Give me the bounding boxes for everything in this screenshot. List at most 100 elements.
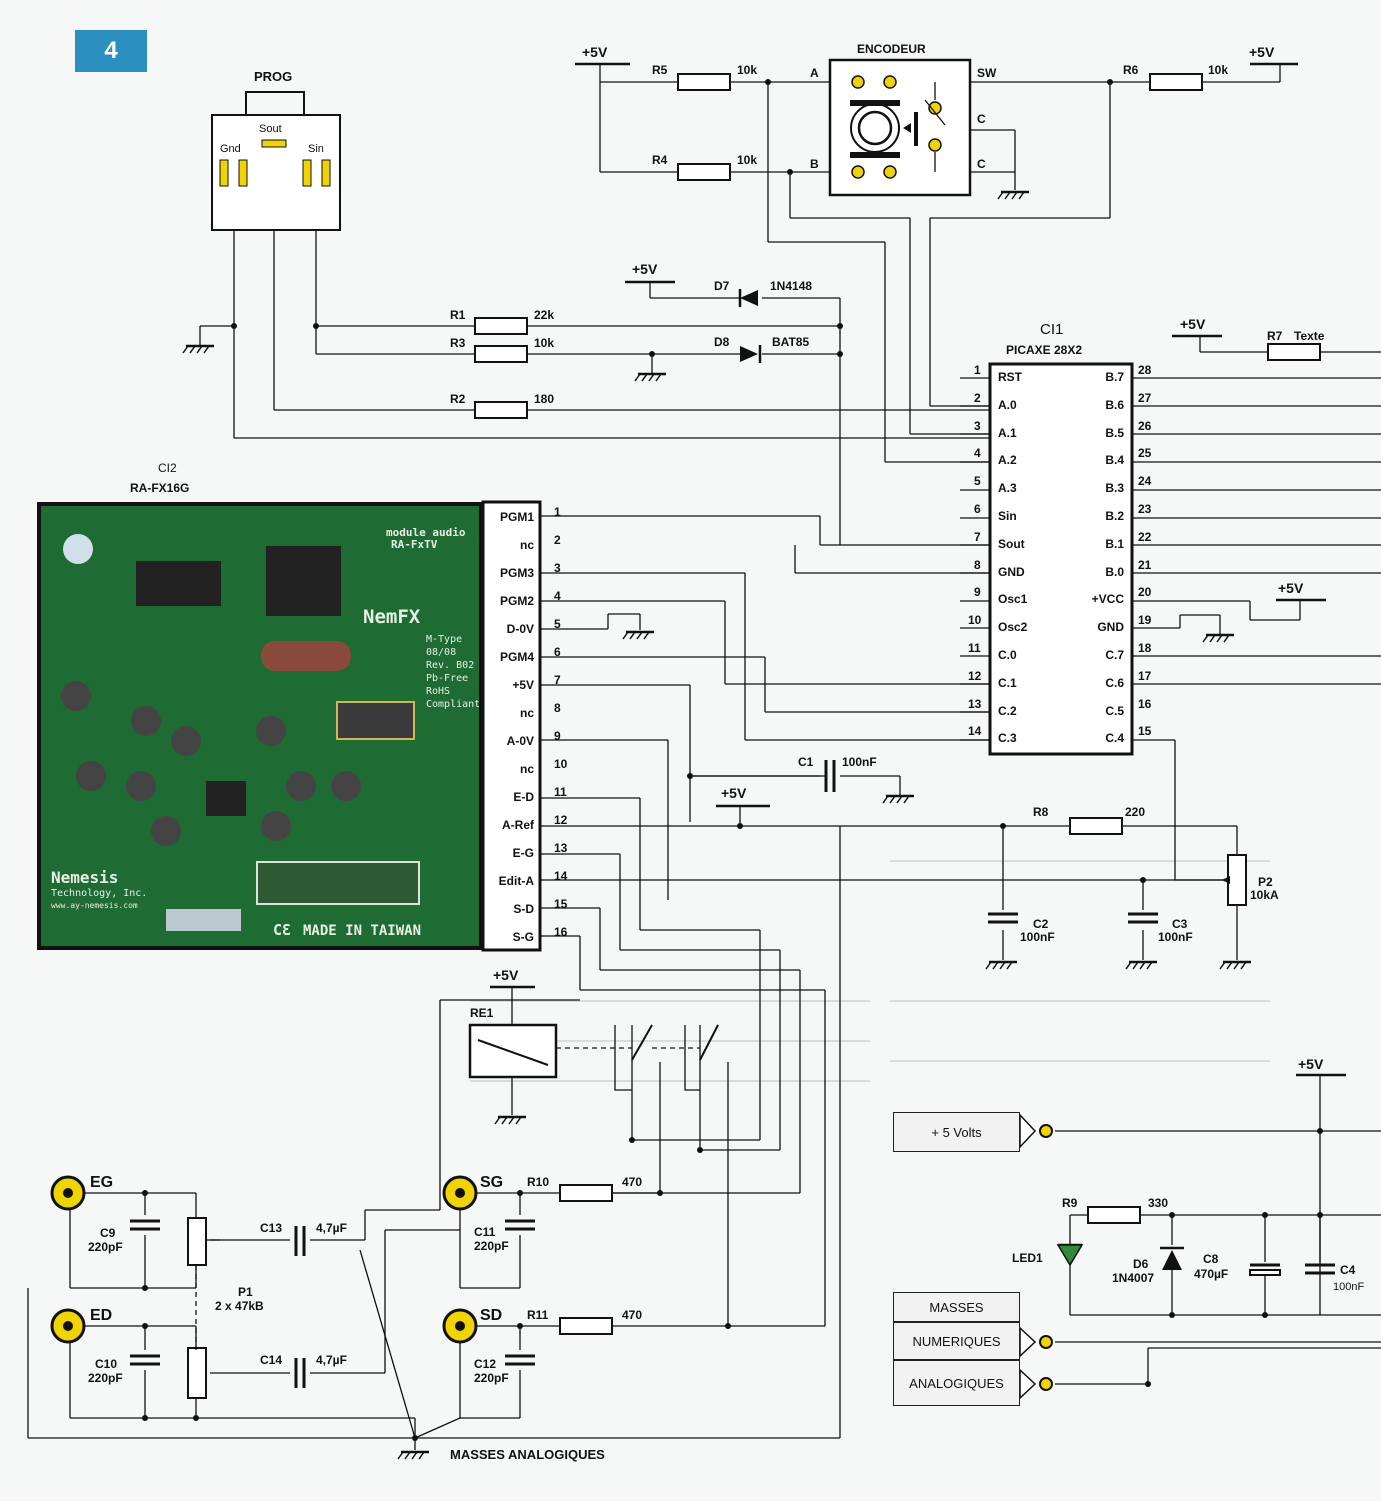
capacitor-can (261, 811, 291, 841)
capacitor-value: 220pF (88, 1240, 123, 1254)
ci1-pin-name: C.1 (998, 676, 1017, 690)
ci2-pin-number: 15 (554, 897, 568, 911)
ci1-pin-name: Sout (998, 537, 1025, 551)
capacitor-value: 4,7µF (316, 1221, 347, 1235)
ci1-pin-number: 22 (1138, 530, 1152, 544)
capacitor-value: 100nF (1333, 1281, 1365, 1293)
ci1-pin-number: 2 (974, 391, 981, 405)
capacitor-can (126, 771, 156, 801)
ci2-pin-number: 8 (554, 701, 561, 715)
ci2-pin-name: PGM4 (499, 650, 534, 664)
pcb-maker: Nemesis (51, 868, 119, 887)
ci2-pin-number: 3 (554, 561, 561, 575)
pcb-info-line: Compliant (426, 699, 481, 710)
capacitor-ref: C8 (1203, 1252, 1219, 1266)
ci2-pin-number: 7 (554, 673, 561, 687)
pcb-info-line: M-Type (426, 634, 463, 645)
ci1-pin-name: C.4 (1105, 731, 1124, 745)
resistor-ref: R8 (1033, 805, 1049, 819)
capacitor-ref: C3 (1172, 917, 1188, 931)
ci1-pin-name: C.7 (1105, 648, 1124, 662)
ci2-pin-number: 1 (554, 505, 561, 519)
resistor-value: 470 (622, 1175, 643, 1189)
ci2-part: RA-FX16G (130, 481, 190, 495)
pcb-info-line: Pb-Free (426, 673, 469, 684)
ci1-pin-number: 17 (1138, 669, 1152, 683)
resistor-ref: R5 (652, 63, 668, 77)
ci1-pin-number: 12 (968, 669, 982, 683)
ci2-pin-number: 16 (554, 925, 568, 939)
ci1-pin-name: RST (998, 370, 1022, 384)
mounting-hole (63, 534, 93, 564)
ci1-pin-number: 7 (974, 530, 981, 544)
ci1-pin-name: C.5 (1105, 704, 1124, 718)
ci1-pin-name: GND (1097, 620, 1124, 634)
pcb-maker-sub: Technology, Inc. (51, 888, 148, 899)
resistor-ref: R4 (652, 153, 668, 167)
resistor-ref: R1 (450, 308, 466, 322)
pcb-info-line: 08/08 (426, 647, 457, 658)
ci2-pin-number: 2 (554, 533, 561, 547)
ci2-pin-name: nc (519, 762, 534, 776)
ci1-pin-name: Osc2 (998, 620, 1028, 634)
ci1-pin-number: 24 (1138, 474, 1152, 488)
capacitor-value: 220pF (474, 1371, 509, 1385)
supply-label: +5V (493, 967, 519, 983)
ci2-pin-name: PGM3 (499, 566, 534, 580)
ci1-pin-number: 25 (1138, 446, 1152, 460)
ci2-ref: CI2 (158, 461, 177, 475)
capacitor-ref: C1 (798, 755, 814, 769)
pcb-maker-url: www.ay-nemesis.com (51, 901, 138, 910)
led-ref: LED1 (1012, 1251, 1043, 1265)
ci1-pin-name: GND (998, 565, 1025, 579)
encoder-pin-sw: SW (977, 66, 997, 80)
ci1-pin-number: 11 (968, 641, 981, 655)
ci2-pin-number: 13 (554, 841, 568, 855)
ci1-pin-name: B.0 (1105, 565, 1124, 579)
plus5v-connector-box: + 5 Volts (893, 1112, 1020, 1152)
ci2-pin-name: E-D (513, 790, 534, 804)
capacitor-can (331, 771, 361, 801)
ci1-pin-number: 3 (974, 419, 981, 433)
encoder-pin-c1: C (977, 112, 986, 126)
capacitor-value: 470µF (1194, 1267, 1229, 1281)
ci2-pin-name: Edit-A (498, 874, 534, 888)
masses-analogiques-box: ANALOGIQUES (893, 1360, 1020, 1406)
ci1-pin-name: C.2 (998, 704, 1017, 718)
ci1-pin-name: C.3 (998, 731, 1017, 745)
pcb-info-line: RoHS (426, 686, 451, 697)
ci1-pin-name: C.0 (998, 648, 1017, 662)
capacitor-ref: C9 (100, 1226, 116, 1240)
ci1-pin-number: 6 (974, 502, 981, 516)
ci1-pin-number: 5 (974, 474, 981, 488)
capacitor-can (131, 706, 161, 736)
pcb-logo-line1: module audio (386, 526, 466, 539)
ci1-ref: CI1 (1040, 321, 1064, 338)
capacitor-ref: C2 (1033, 917, 1049, 931)
diode-ref: D6 (1133, 1257, 1149, 1271)
resistor-ref: R2 (450, 392, 466, 406)
jack-label-ed: ED (90, 1307, 113, 1324)
resistor-ref: R9 (1062, 1196, 1078, 1210)
pcb-ce-mark: CƐ (273, 921, 292, 939)
capacitor-value: 220pF (88, 1371, 123, 1385)
capacitor-ref: C4 (1340, 1263, 1356, 1277)
encoder-pin-a: A (810, 66, 819, 80)
ci1-pin-name: C.6 (1105, 676, 1124, 690)
ci1-pin-name: A.3 (998, 481, 1017, 495)
ci1-pin-name: B.1 (1105, 537, 1124, 551)
resistor-value: 10k (737, 153, 758, 167)
pot-ref: P1 (238, 1285, 253, 1299)
ci1-pin-number: 16 (1138, 697, 1152, 711)
masses-analogiques-label: MASSES ANALOGIQUES (450, 1447, 605, 1462)
pot-value: 10kA (1250, 888, 1279, 902)
ci1-pin-number: 4 (974, 446, 981, 460)
ci1-pin-number: 20 (1138, 585, 1152, 599)
capacitor-can (61, 681, 91, 711)
resistor-ref: R10 (527, 1175, 550, 1189)
capacitor-ref: C14 (260, 1353, 283, 1367)
resistor-value: 330 (1148, 1196, 1169, 1210)
ci1-pin-number: 18 (1138, 641, 1152, 655)
capacitor-value: 100nF (1020, 930, 1055, 944)
ic-chip (266, 546, 341, 616)
